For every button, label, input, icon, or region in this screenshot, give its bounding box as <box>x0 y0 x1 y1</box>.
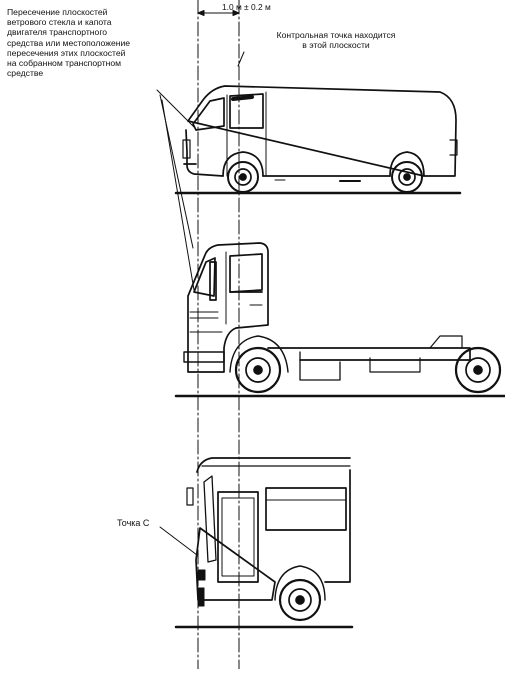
reference-plane-label: Контрольная точка находится в этой плоск… <box>276 30 396 51</box>
dimension-label: 1.0 м ± 0.2 м <box>222 2 271 12</box>
intersection-plane-label: Пересечение плоскостей ветрового стекла … <box>7 7 131 79</box>
truck <box>174 242 505 398</box>
leader-lines <box>156 51 245 556</box>
bus <box>174 457 354 629</box>
point-c-label: Точка С <box>117 518 150 528</box>
dimension-arrow <box>197 10 240 16</box>
van <box>174 85 462 195</box>
reference-lines <box>197 0 240 670</box>
